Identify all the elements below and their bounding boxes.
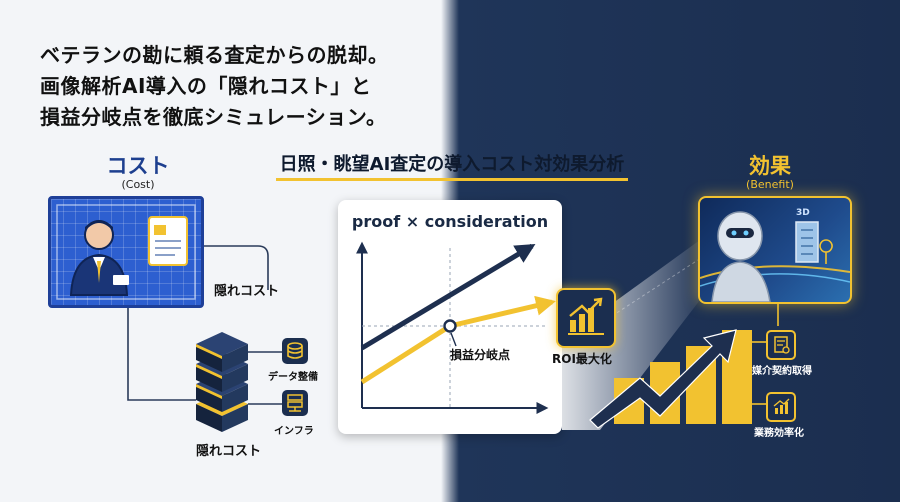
headline-line-1: ベテランの勘に頼る査定からの脱却。 — [40, 43, 389, 67]
robot-icon — [700, 211, 850, 302]
data-prep-label: データ整備 — [268, 372, 318, 383]
infra-label: インフラ — [274, 426, 314, 437]
hidden-cost-label-bottom: 隠れコスト — [196, 444, 262, 459]
location-pin-icon — [819, 239, 833, 264]
contract-icon — [766, 330, 796, 360]
efficiency-label: 業務効率化 — [754, 428, 804, 439]
breakeven-point — [443, 319, 457, 333]
efficiency-chart-icon — [766, 392, 796, 422]
cost-subheading: (Cost) — [121, 178, 155, 191]
badge-3d: 3D — [796, 208, 810, 218]
headline-line-2: 画像解析AI導入の「隠れコスト」と — [40, 74, 372, 98]
roi-label: ROI最大化 — [552, 352, 612, 366]
blueprint-card — [48, 196, 204, 308]
light-beam — [562, 240, 700, 430]
benefit-subheading: (Benefit) — [746, 178, 794, 191]
benefit-line-left — [360, 323, 452, 385]
growth-arrow — [589, 329, 737, 429]
database-icon — [282, 338, 308, 364]
headline-line-3: 損益分岐点を徹底シミュレーション。 — [40, 105, 387, 129]
benefit-line-right — [449, 295, 556, 329]
breakeven-chart — [356, 241, 556, 414]
person-icon — [56, 204, 196, 300]
roi-chart-icon — [556, 288, 616, 348]
contract-label: 媒介契約取得 — [752, 366, 812, 377]
badge-icon — [113, 275, 129, 285]
headline: ベテランの勘に頼る査定からの脱却。 画像解析AI導入の「隠れコスト」と 損益分岐… — [40, 40, 460, 133]
center-title-underline — [276, 178, 628, 181]
cost-line — [360, 243, 536, 351]
chart-title: proof × consideration — [351, 212, 549, 231]
benefit-heading: 効果 — [749, 154, 791, 178]
cost-heading: コスト — [106, 154, 170, 178]
hidden-cost-label-top: 隠れコスト — [214, 284, 280, 299]
breakeven-chart-card: proof × consideration — [338, 200, 562, 434]
breakeven-label: 損益分岐点 — [450, 348, 511, 362]
ai-robot-card: 3D — [698, 196, 852, 304]
building-icon — [795, 221, 819, 263]
network-server-icon — [282, 390, 308, 416]
breakeven-pointer — [450, 332, 457, 347]
center-title: 日照・眺望AI査定の導入コスト対効果分析 — [279, 154, 625, 175]
